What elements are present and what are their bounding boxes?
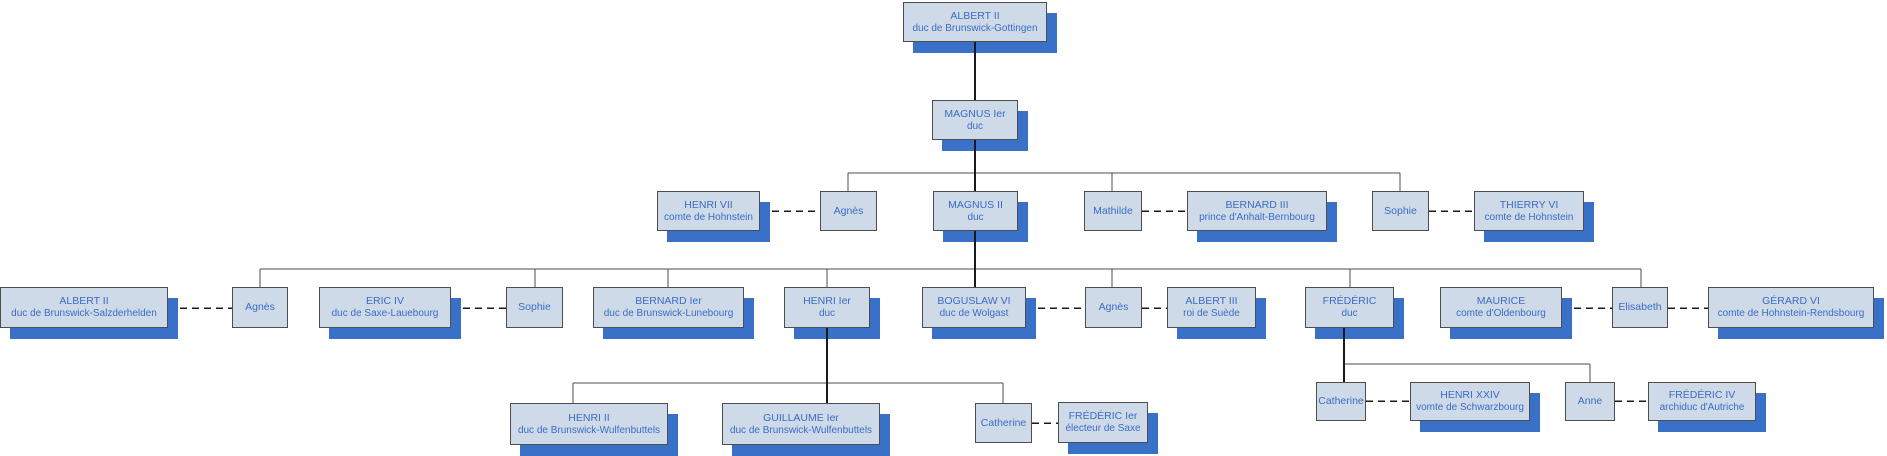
person-title: duc	[967, 211, 984, 223]
person-node-sophie-row4[interactable]: Sophie	[506, 287, 563, 328]
person-name: FRÉDÉRIC IV	[1668, 389, 1736, 401]
person-title: duc	[1341, 308, 1358, 319]
person-name: Sophie	[518, 301, 551, 313]
person-name: MAURICE	[1476, 295, 1526, 307]
person-name: HENRI XXIV	[1440, 389, 1500, 401]
person-node-agnes-row4-a[interactable]: Agnès	[232, 287, 288, 328]
person-name: HENRI Ier	[803, 295, 851, 307]
person-name: Catherine	[980, 416, 1027, 429]
person-name: BERNARD Ier	[635, 295, 702, 307]
person-name: ALBERT II	[950, 9, 1000, 22]
person-title: duc de Brunswick-Lunebourg	[603, 308, 734, 319]
person-node-elisabeth[interactable]: Elisabeth	[1612, 287, 1668, 328]
person-name: ERIC IV	[366, 295, 404, 307]
person-node-agnes-row3[interactable]: Agnès	[820, 191, 877, 231]
person-name: HENRI VII	[684, 198, 733, 211]
person-node-sophie-row3[interactable]: Sophie	[1372, 191, 1429, 231]
person-node-catherine-b[interactable]: Catherine	[1316, 382, 1366, 421]
person-title: duc	[966, 120, 984, 132]
person-title: archiduc d'Autriche	[1659, 402, 1745, 413]
person-name: Elisabeth	[1618, 301, 1662, 313]
person-name: MAGNUS II	[948, 198, 1003, 211]
person-name: Mathilde	[1093, 204, 1133, 217]
person-title: duc de Brunswick-Wulfenbuttels	[729, 424, 873, 436]
person-name: HENRI II	[568, 411, 610, 424]
person-title: duc de Brunswick-Wulfenbuttels	[517, 424, 661, 436]
person-name: Agnès	[833, 204, 864, 217]
person-name: ALBERT III	[1185, 295, 1238, 307]
person-name: Anne	[1577, 395, 1603, 407]
person-node-anne[interactable]: Anne	[1565, 382, 1615, 421]
person-name: Catherine	[1318, 395, 1364, 407]
person-name: BERNARD III	[1225, 198, 1289, 211]
person-name: ALBERT II	[59, 295, 109, 307]
person-name: GÉRARD VI	[1762, 295, 1820, 307]
person-name: MAGNUS Ier	[944, 107, 1006, 120]
person-title: duc de Brunswick-Salzderhelden	[11, 308, 157, 319]
person-title: électeur de Saxe	[1065, 423, 1141, 434]
person-title: duc de Brunswick-Gottingen	[912, 22, 1038, 34]
person-name: Agnès	[245, 301, 275, 313]
person-node-agnes-row4-b[interactable]: Agnès	[1085, 287, 1142, 328]
person-title: comte d'Oldenbourg	[1456, 308, 1546, 319]
person-name: FRÉDÉRIC	[1322, 295, 1377, 307]
person-title: duc de Wolgast	[939, 308, 1009, 319]
person-name: FRÉDÉRIC Ier	[1068, 410, 1138, 422]
person-title: comte de Hohnstein	[1484, 211, 1574, 223]
person-title: roi de Suède	[1183, 308, 1240, 319]
person-name: THIERRY VI	[1499, 198, 1559, 211]
person-title: duc de Saxe-Lauebourg	[331, 308, 439, 319]
person-title: vomte de Schwarzbourg	[1416, 402, 1524, 413]
person-name: GUILLAUME Ier	[763, 411, 839, 424]
person-title: comte de Hohnstein	[664, 211, 753, 223]
person-name: BOGUSLAW VI	[937, 295, 1011, 307]
person-title: duc	[818, 308, 836, 319]
person-title: comte de Hohnstein-Rendsbourg	[1717, 308, 1865, 319]
person-node-catherine-a[interactable]: Catherine	[975, 403, 1032, 443]
person-name: Sophie	[1384, 204, 1417, 217]
person-name: Agnès	[1098, 301, 1129, 313]
person-title: prince d'Anhalt-Bernbourg	[1199, 211, 1315, 223]
person-node-mathilde[interactable]: Mathilde	[1084, 191, 1142, 231]
